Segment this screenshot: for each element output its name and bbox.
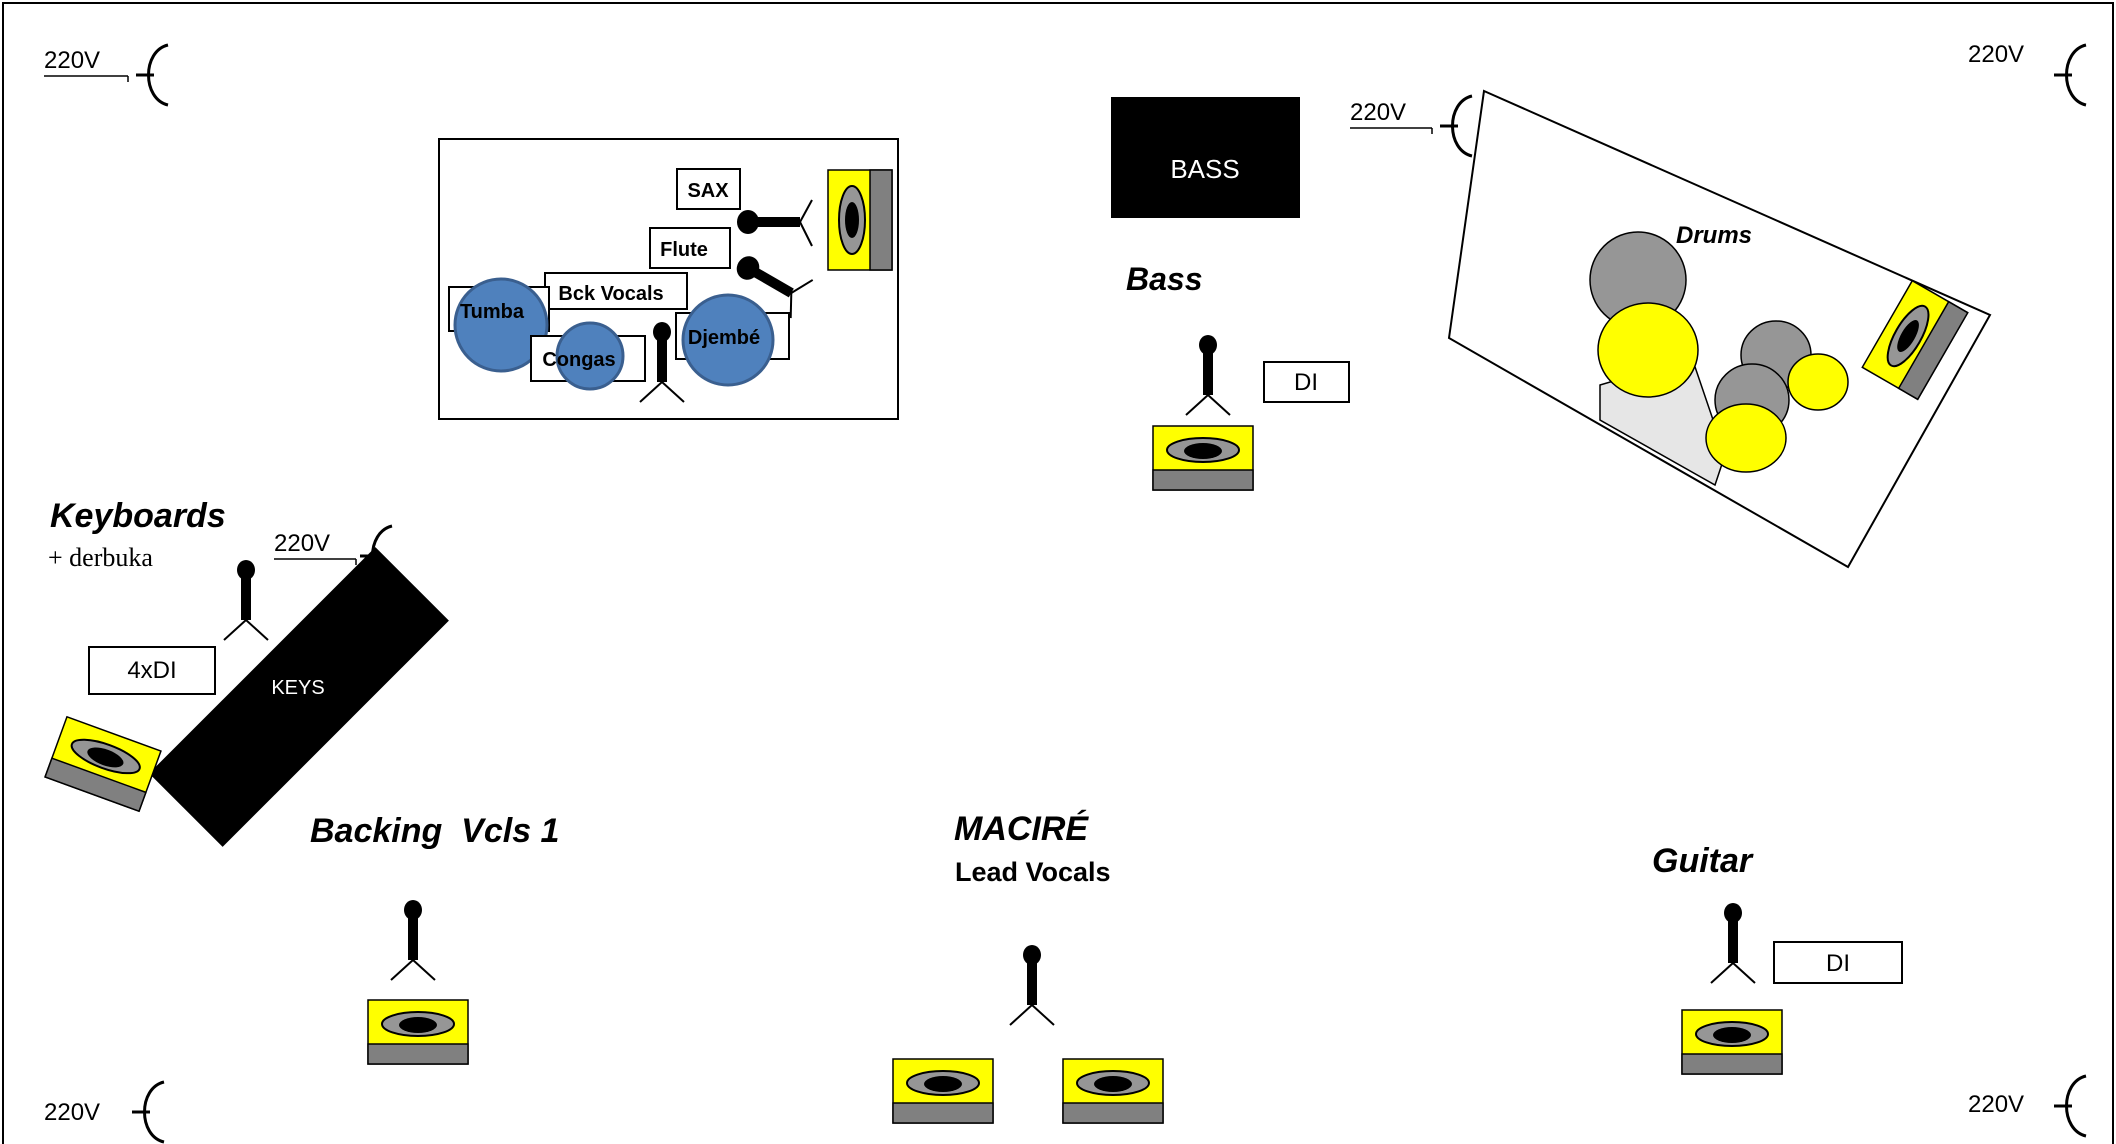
cymbal-large: [1597, 302, 1699, 398]
keyboards-area: Keyboards + derbuka 4xDI KEYS: [44, 497, 449, 847]
backing-vocals-area: Backing Vcls 1: [310, 812, 559, 1065]
lead-vocals-area: MACIRÉ Lead Vocals: [892, 810, 1164, 1124]
keys-label: KEYS: [271, 677, 324, 699]
power-label: 220V: [274, 530, 330, 557]
power-label: 220V: [1968, 41, 2024, 68]
cymbal-small: [1787, 353, 1849, 411]
backing-vocals-mic-icon: [390, 899, 436, 981]
monitor-wedge-keyboards: [44, 715, 162, 813]
monitor-wedge-drums: [1861, 279, 1969, 401]
tumba-drum: [453, 277, 549, 373]
power-outlet-top-left: 220V: [44, 43, 170, 107]
bass-amp-label: BASS: [1170, 154, 1239, 184]
power-outlet-bottom-right: 220V: [1968, 1074, 2088, 1138]
flute-label: Flute: [660, 239, 708, 261]
keyboards-di-box: [88, 646, 216, 695]
keyboards-di-label: 4xDI: [127, 657, 176, 684]
sax-label-box: [676, 168, 741, 210]
power-plug-icon: [130, 1080, 166, 1144]
keyboards-mic-icon: [223, 559, 269, 641]
sax-label: SAX: [687, 180, 729, 202]
congas-drum: [555, 321, 625, 391]
bck-vocals-label: Bck Vocals: [558, 283, 663, 305]
sax-mic-icon: [737, 199, 813, 247]
monitor-wedge-backing-vocals: [367, 999, 469, 1065]
percussion-riser: SAX Flute Bck Vocals Tumba Djembé: [438, 138, 899, 420]
power-plug-icon: [134, 43, 170, 107]
power-plug-icon: [1438, 94, 1474, 158]
monitor-wedge-lead-left: [892, 1058, 994, 1124]
keys-instrument: [149, 547, 449, 847]
flute-label-box: [649, 227, 731, 269]
guitar-di-box: [1773, 941, 1903, 984]
power-outlet-top-right: 220V: [1968, 41, 2088, 107]
lead-vocals-label: Lead Vocals: [955, 857, 1111, 887]
cymbal-hihat: [1705, 403, 1787, 473]
bass-area: BASS Bass DI: [1111, 97, 1350, 491]
monitor-wedge-wind: [827, 169, 893, 271]
drum-riser: Drums: [1447, 89, 1992, 569]
power-outlet-keyboards: 220V: [274, 524, 394, 588]
power-label: 220V: [44, 1099, 100, 1126]
bass-amp: [1111, 97, 1300, 218]
guitar-area: Guitar DI: [1652, 842, 1903, 1075]
congas-label: Congas: [542, 349, 615, 371]
djembe-drum: [681, 293, 775, 387]
lead-vocals-mic-icon: [1009, 944, 1055, 1026]
tumba-label: Tumba: [460, 301, 525, 323]
guitar-mic-icon: [1710, 902, 1756, 984]
flute-mic-icon: [736, 256, 814, 319]
djembe-label: Djembé: [688, 327, 760, 349]
power-plug-icon: [2052, 1074, 2088, 1138]
guitar-di-label: DI: [1826, 950, 1850, 977]
keyboards-label: Keyboards: [50, 497, 226, 535]
backing-vocals-label: Backing Vcls 1: [310, 812, 559, 850]
power-outlet-bottom-left: 220V: [44, 1080, 166, 1144]
monitor-wedge-guitar: [1681, 1009, 1783, 1075]
bass-mic-icon: [1185, 334, 1231, 416]
power-label: 220V: [44, 47, 100, 74]
monitor-wedge-lead-right: [1062, 1058, 1164, 1124]
bass-di-box: [1263, 361, 1350, 403]
drums-label: Drums: [1676, 222, 1752, 249]
monitor-wedge-bass: [1152, 425, 1254, 491]
power-outlet-drums: 220V: [1350, 94, 1474, 158]
power-plug-icon: [2052, 43, 2088, 107]
guitar-label: Guitar: [1652, 842, 1754, 880]
power-label: 220V: [1968, 1091, 2024, 1118]
macire-label: MACIRÉ: [954, 810, 1089, 848]
bass-label: Bass: [1126, 261, 1203, 297]
derbuka-label: + derbuka: [48, 543, 153, 572]
power-label: 220V: [1350, 99, 1406, 126]
bass-di-label: DI: [1294, 369, 1318, 396]
